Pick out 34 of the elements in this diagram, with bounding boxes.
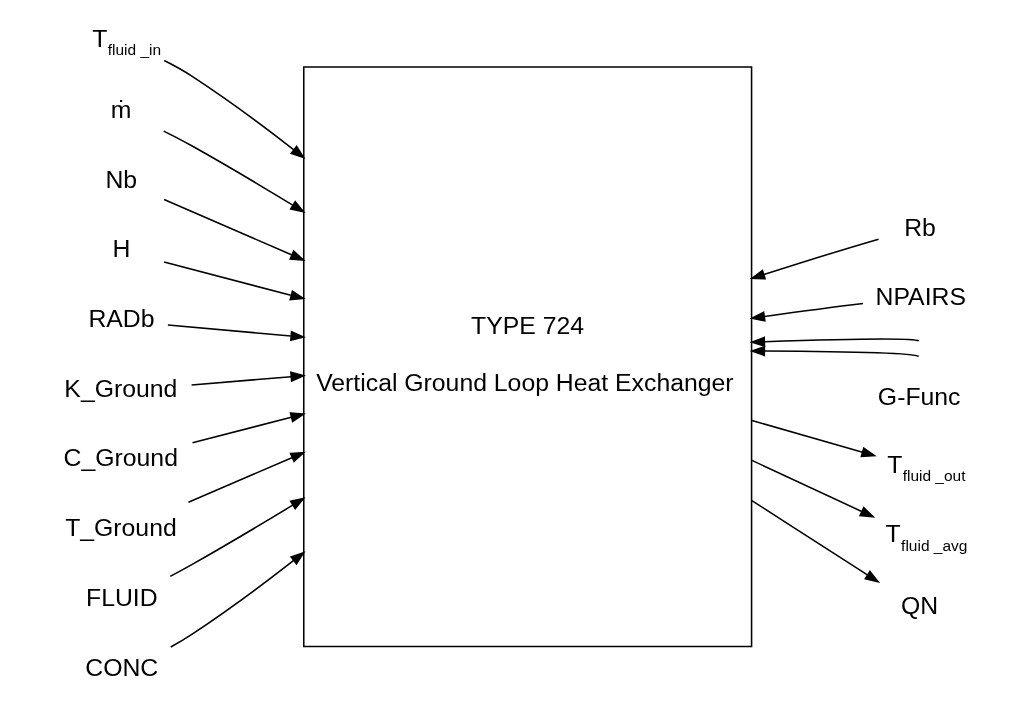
node-text: CONC [85,653,159,681]
node-text: C_Ground [63,444,178,472]
node-text: H [112,235,131,263]
arrow [167,324,306,342]
node-text: QN [901,591,939,619]
node-text: T$_{fluid _avg}$ [885,520,968,554]
arrow [751,419,877,458]
node-text: T$_{fluid _in}$ [92,24,162,59]
label: G-Func [877,382,961,410]
node-text: FLUID [86,583,158,611]
node-text: Rb [904,213,936,241]
arrow [187,451,306,503]
node-text: NPAIRS [875,283,966,311]
arrow [749,345,920,358]
arrow [163,198,306,261]
arrow [170,551,306,648]
arrow [169,497,306,578]
node-box: TYPE 724 Vertical Ground Loop Heat Exchanger [303,66,753,648]
arrow [163,59,306,159]
node-text: Nb [105,165,138,193]
node-text: RADb [88,305,155,333]
arrow [751,499,881,583]
arrow [191,412,306,444]
node-text: T_Ground [65,514,177,542]
arrow [751,459,876,518]
arrow [749,336,920,348]
node-text: K_Ground [64,374,178,402]
arrow [162,130,306,214]
node-text: T$_{fluid _out}$ [887,450,966,485]
node-text: ṁ [110,95,132,123]
arrow [190,371,306,386]
arrow [163,261,306,301]
arrow [749,302,864,322]
arrow [749,238,880,280]
